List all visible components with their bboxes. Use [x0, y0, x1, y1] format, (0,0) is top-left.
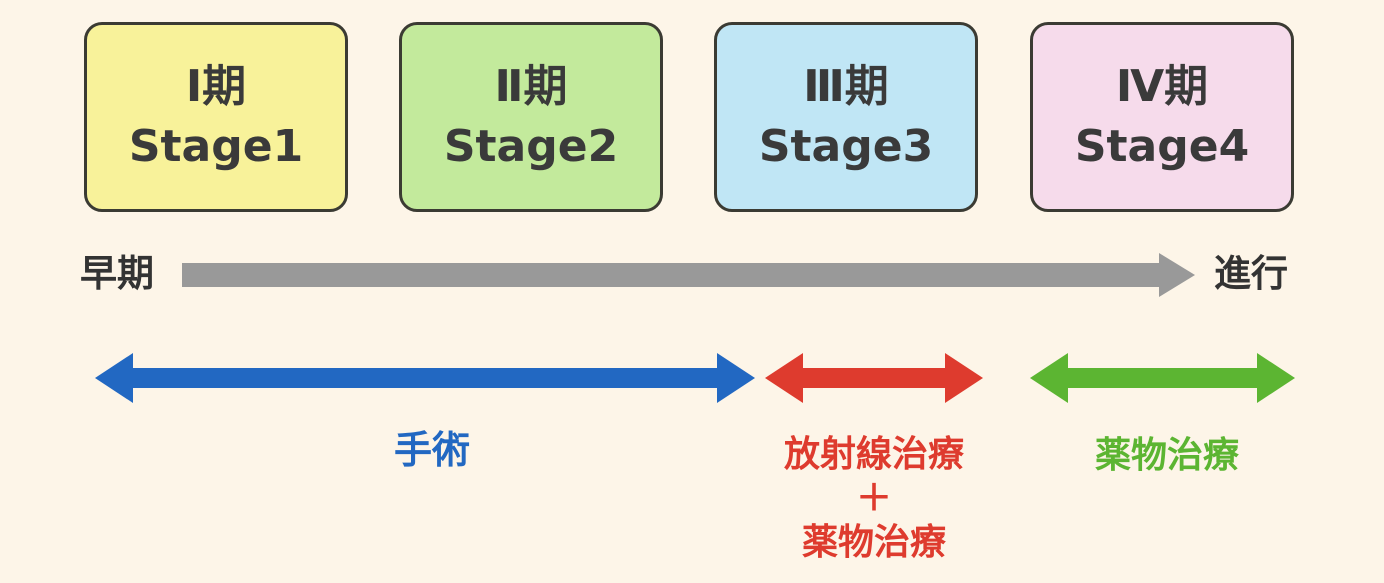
radiation-range-double-arrow-icon	[765, 353, 983, 403]
radiation-label-line1: 放射線治療	[783, 434, 964, 475]
drug-therapy-label: 薬物治療	[1094, 435, 1239, 476]
drug-arrow-shaft	[1067, 368, 1258, 388]
stage3-label-ja: Ⅲ期	[803, 61, 889, 112]
stage1-label-ja: Ⅰ期	[185, 61, 247, 112]
drug-arrow-head-right	[1257, 353, 1295, 403]
radiation-plus-drug-label: 放射線治療 ＋ 薬物治療	[744, 433, 1004, 565]
progression-arrow-head	[1159, 253, 1195, 297]
stage1-label-en: Stage1	[128, 121, 304, 172]
radiation-arrow-head-right	[945, 353, 983, 403]
stage4-label-ja: Ⅳ期	[1115, 61, 1209, 112]
stage1-box: Ⅰ期 Stage1	[84, 22, 348, 212]
radiation-arrow-head-left	[765, 353, 803, 403]
radiation-arrow-shaft	[802, 368, 946, 388]
timeline-advanced-label: 進行	[1214, 252, 1288, 295]
radiation-label-plus-sign: ＋	[855, 478, 892, 519]
stage2-label-en: Stage2	[443, 121, 619, 172]
surgery-label: 手術	[393, 428, 470, 472]
surgery-range-double-arrow-icon	[95, 353, 755, 403]
progression-arrow-shaft	[182, 263, 1160, 287]
stage4-label-en: Stage4	[1074, 121, 1250, 172]
surgery-arrow-shaft	[132, 368, 718, 388]
timeline-early-label: 早期	[80, 252, 154, 295]
radiation-label-line3: 薬物治療	[801, 522, 946, 563]
drug-range-double-arrow-icon	[1030, 353, 1295, 403]
stage3-box: Ⅲ期 Stage3	[714, 22, 978, 212]
stage3-label-en: Stage3	[758, 121, 934, 172]
stage2-box: Ⅱ期 Stage2	[399, 22, 663, 212]
progression-arrow-icon	[182, 253, 1195, 297]
drug-arrow-head-left	[1030, 353, 1068, 403]
stage2-label-ja: Ⅱ期	[494, 61, 568, 112]
surgery-arrow-head-left	[95, 353, 133, 403]
stage4-box: Ⅳ期 Stage4	[1030, 22, 1294, 212]
surgery-arrow-head-right	[717, 353, 755, 403]
